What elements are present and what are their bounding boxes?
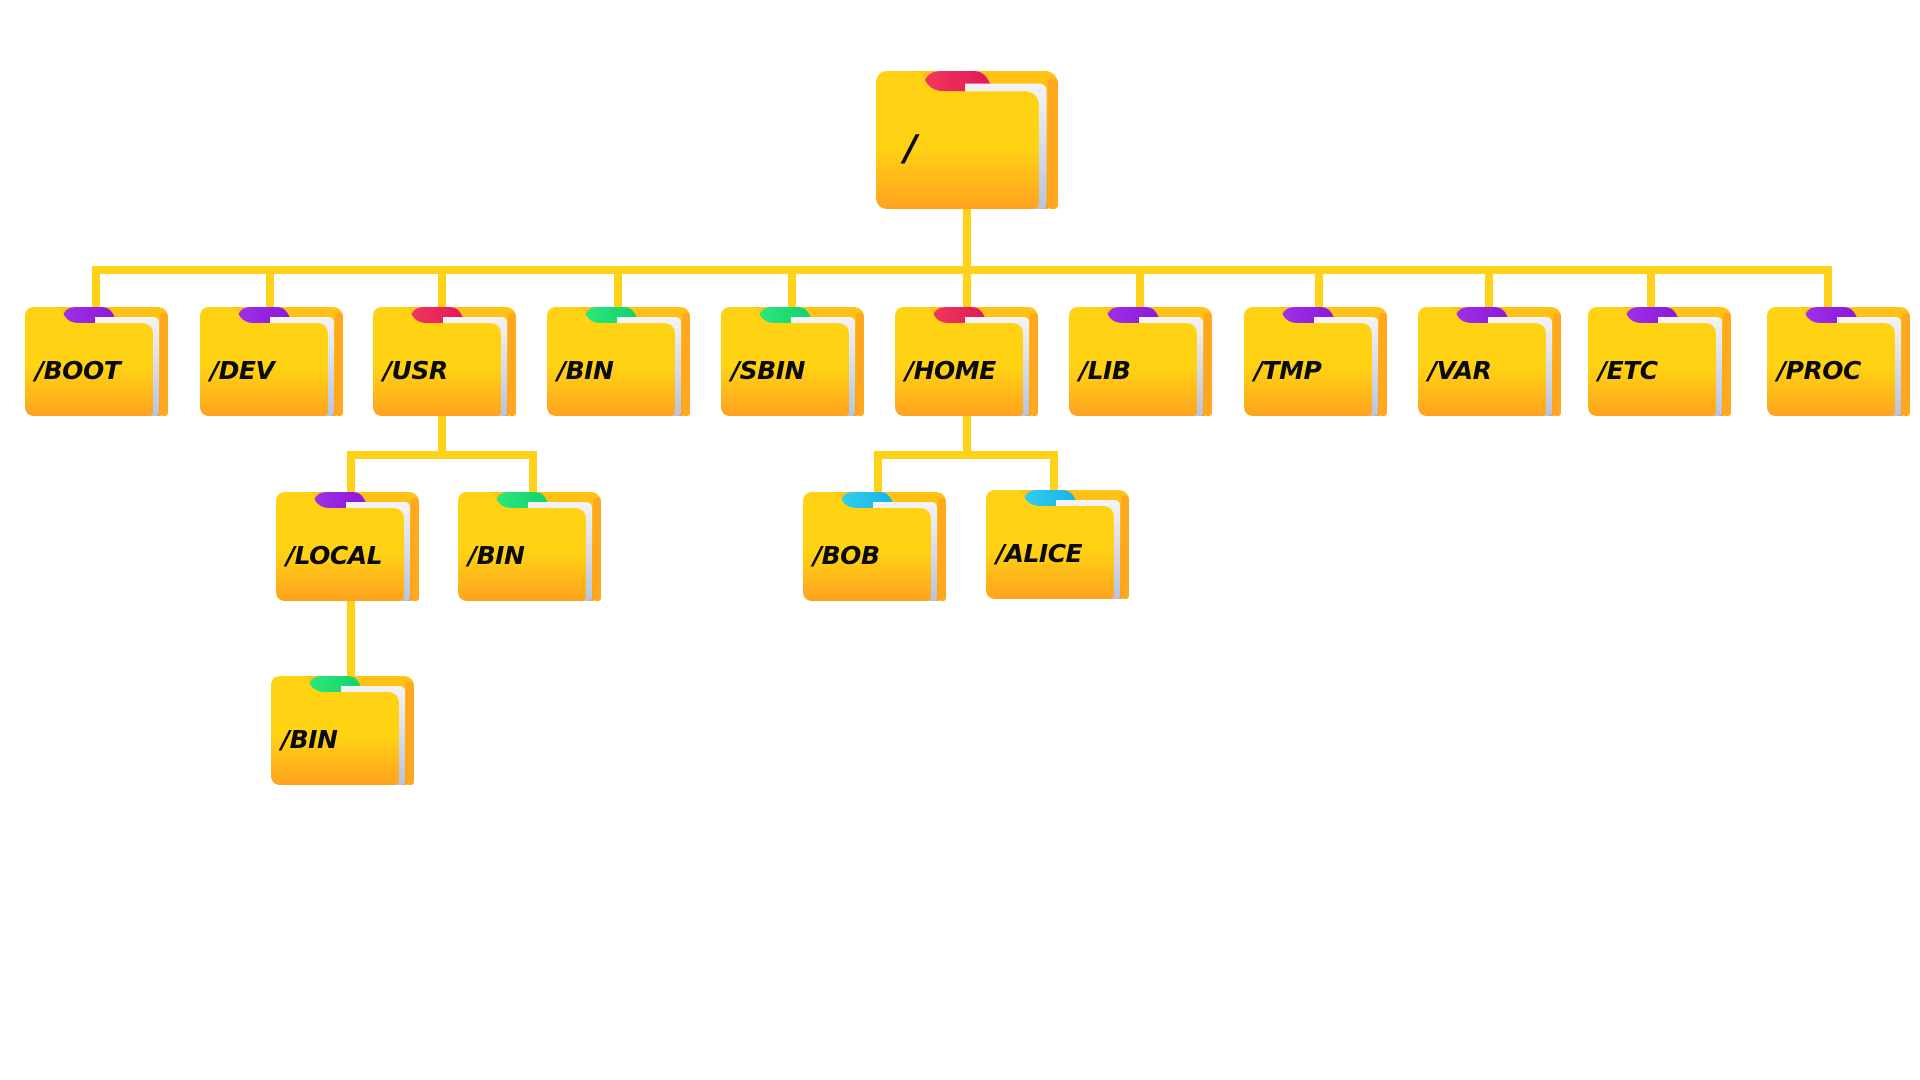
folder-bin[interactable]: /BIN (547, 307, 690, 416)
folder-label: /HOME (905, 356, 996, 385)
folder-tmp[interactable]: /TMP (1244, 307, 1387, 416)
connector-drop-var (1485, 266, 1493, 310)
connector-drop-home-bob (874, 451, 882, 495)
folder-label: /BOOT (35, 356, 121, 385)
connector-home-stem (963, 413, 971, 458)
connector-drop-bin (614, 266, 622, 310)
connector-drop-boot (92, 266, 100, 310)
connector-home-bar (874, 451, 1058, 459)
folder-label: / (904, 127, 917, 169)
folder-usr-local[interactable]: /LOCAL (276, 492, 419, 601)
connector-usr-stem (438, 413, 446, 458)
folder-label: /BOB (813, 541, 880, 570)
folder-home[interactable]: /HOME (895, 307, 1038, 416)
connector-drop-lib (1136, 266, 1144, 310)
folder-label: /TMP (1254, 356, 1322, 385)
folder-home-bob[interactable]: /BOB (803, 492, 946, 601)
connector-drop-usr (438, 266, 446, 310)
connector-drop-etc (1647, 266, 1655, 310)
folder-dev[interactable]: /DEV (200, 307, 343, 416)
folder-usr[interactable]: /USR (373, 307, 516, 416)
connector-level1-bar (92, 266, 1832, 274)
folder-proc[interactable]: /PROC (1767, 307, 1910, 416)
folder-label: /BIN (281, 725, 338, 754)
folder-label: /PROC (1777, 356, 1861, 385)
folder-root[interactable]: / (876, 71, 1058, 209)
connector-drop-sbin (788, 266, 796, 310)
connector-drop-home (963, 266, 971, 310)
folder-sbin[interactable]: /SBIN (721, 307, 864, 416)
folder-boot[interactable]: /BOOT (25, 307, 168, 416)
folder-label: /LIB (1079, 356, 1131, 385)
connector-drop-proc (1824, 266, 1832, 310)
folder-label: /SBIN (731, 356, 805, 385)
connector-drop-usr-local (347, 451, 355, 495)
folder-usr-bin[interactable]: /BIN (458, 492, 601, 601)
folder-label: /ETC (1598, 356, 1658, 385)
connector-drop-home-alice (1050, 451, 1058, 493)
folder-label: /BIN (468, 541, 525, 570)
folder-label: /DEV (210, 356, 275, 385)
folder-label: /USR (383, 356, 448, 385)
folder-usr-local-bin[interactable]: /BIN (271, 676, 414, 785)
folder-label: /BIN (557, 356, 614, 385)
folder-var[interactable]: /VAR (1418, 307, 1561, 416)
folder-label: /ALICE (996, 539, 1083, 568)
folder-label: /VAR (1428, 356, 1492, 385)
connector-local-stem (347, 598, 355, 679)
connector-drop-tmp (1315, 266, 1323, 310)
folder-home-alice[interactable]: /ALICE (986, 490, 1129, 599)
folder-label: /LOCAL (286, 541, 383, 570)
folder-lib[interactable]: /LIB (1069, 307, 1212, 416)
connector-root-stem (963, 206, 971, 272)
connector-usr-bar (347, 451, 537, 459)
folder-etc[interactable]: /ETC (1588, 307, 1731, 416)
connector-drop-dev (266, 266, 274, 310)
connector-drop-usr-bin (529, 451, 537, 495)
